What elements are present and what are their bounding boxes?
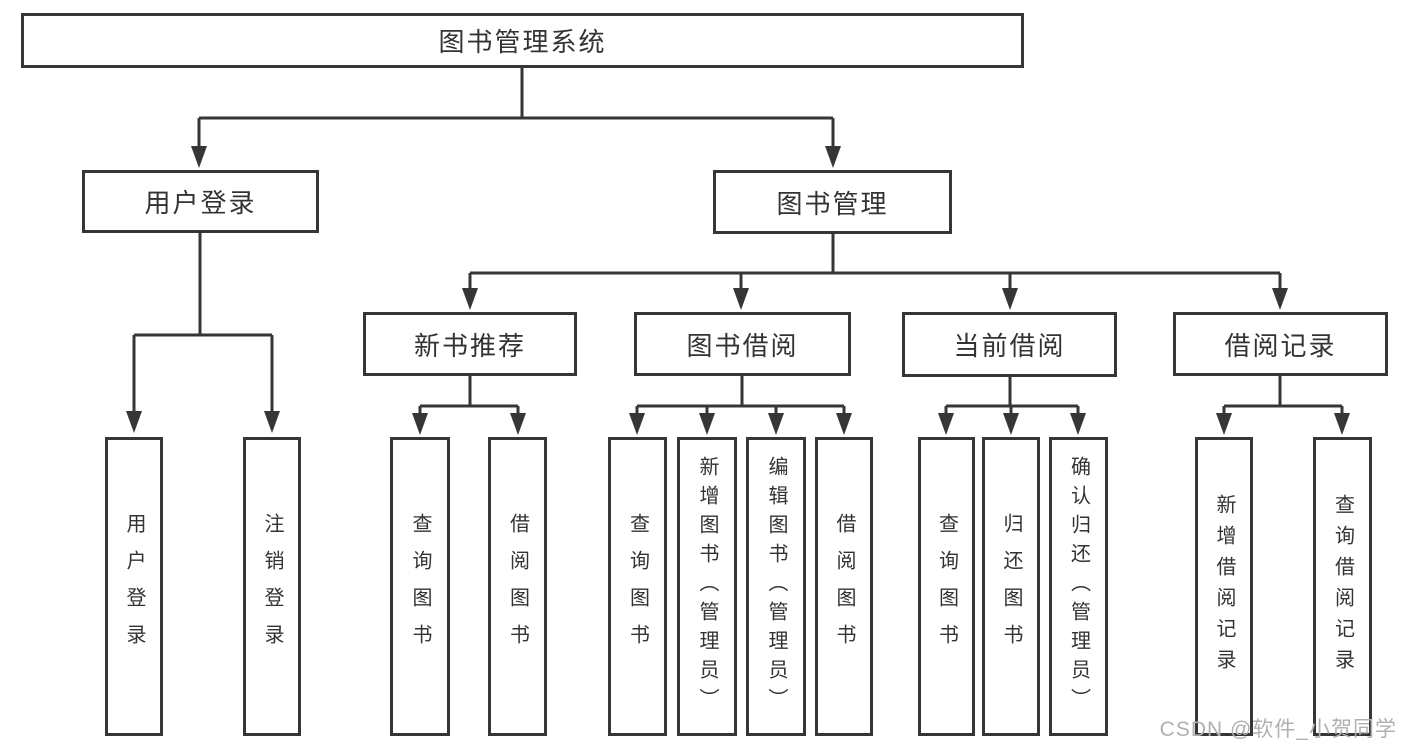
arrow-down-icon	[1272, 288, 1288, 310]
node-user-login-label: 用户登录	[144, 188, 257, 218]
connector-book-borrowing	[635, 376, 846, 414]
node-root-label: 图书管理系统	[438, 27, 607, 57]
leaf-query-books-recommend: 查询图书	[390, 437, 450, 736]
leaf-logout: 注销登录	[243, 437, 301, 736]
node-new-book-recommend: 新书推荐	[363, 312, 577, 376]
arrow-down-icon	[825, 146, 841, 168]
leaf-add-borrow-record-label: 新增借阅记录	[1213, 493, 1235, 680]
arrow-down-icon	[412, 413, 428, 435]
arrow-down-icon	[1070, 413, 1086, 435]
arrowhead-icons	[126, 146, 1350, 435]
leaf-query-books-current: 查询图书	[918, 437, 975, 736]
node-current-borrowing: 当前借阅	[902, 312, 1117, 377]
connector-book-management	[468, 234, 1282, 290]
arrow-down-icon	[1002, 288, 1018, 310]
arrow-down-icon	[126, 411, 142, 433]
arrow-down-icon	[629, 413, 645, 435]
arrow-down-icon	[768, 413, 784, 435]
connector-borrowing-records	[1222, 375, 1344, 414]
leaf-add-books-admin: 新增图书（管理员）	[677, 437, 737, 736]
leaf-user-login-label: 用户登录	[123, 512, 145, 661]
node-root: 图书管理系统	[21, 13, 1024, 68]
node-book-borrowing-label: 图书借阅	[686, 330, 799, 361]
node-book-management-label: 图书管理	[776, 188, 889, 219]
leaf-logout-label: 注销登录	[261, 512, 283, 661]
leaf-add-books-admin-label: 新增图书（管理员）	[696, 456, 718, 717]
node-borrowing-records: 借阅记录	[1173, 312, 1388, 376]
node-book-borrowing: 图书借阅	[634, 312, 851, 376]
leaf-query-books-borrowing-label: 查询图书	[626, 512, 649, 661]
leaf-confirm-return-admin: 确认归还（管理员）	[1049, 437, 1108, 736]
arrow-down-icon	[191, 146, 207, 168]
leaf-borrow-books-recommend-label: 借阅图书	[506, 512, 529, 661]
arrow-down-icon	[1216, 413, 1232, 435]
leaf-return-books: 归还图书	[982, 437, 1040, 736]
node-book-management: 图书管理	[713, 170, 952, 234]
leaf-query-books-current-label: 查询图书	[935, 512, 958, 661]
csdn-watermark: CSDN @软件_小贺同学	[1159, 718, 1397, 741]
leaf-return-books-label: 归还图书	[1000, 512, 1022, 661]
leaf-add-borrow-record: 新增借阅记录	[1195, 437, 1253, 736]
arrow-down-icon	[1003, 413, 1019, 435]
arrow-down-icon	[836, 413, 852, 435]
leaf-borrow-books: 借阅图书	[815, 437, 873, 736]
node-borrowing-records-label: 借阅记录	[1224, 330, 1337, 361]
leaf-query-borrow-record: 查询借阅记录	[1313, 437, 1372, 736]
arrow-down-icon	[462, 288, 478, 310]
leaf-borrow-books-recommend: 借阅图书	[488, 437, 547, 736]
leaf-borrow-books-label: 借阅图书	[833, 512, 855, 661]
leaf-edit-books-admin-label: 编辑图书（管理员）	[765, 456, 787, 717]
node-new-book-recommend-label: 新书推荐	[413, 330, 526, 361]
node-user-login: 用户登录	[82, 170, 319, 233]
arrow-down-icon	[510, 413, 526, 435]
leaf-user-login: 用户登录	[105, 437, 163, 736]
connector-current-borrowing	[944, 377, 1080, 414]
leaf-confirm-return-admin-label: 确认归还（管理员）	[1067, 456, 1090, 717]
leaf-edit-books-admin: 编辑图书（管理员）	[746, 437, 806, 736]
arrow-down-icon	[264, 411, 280, 433]
node-current-borrowing-label: 当前借阅	[953, 331, 1066, 361]
leaf-query-books-borrowing: 查询图书	[608, 437, 667, 736]
arrow-down-icon	[699, 413, 715, 435]
arrow-down-icon	[1334, 413, 1350, 435]
connector-new-book-recommend	[418, 376, 520, 414]
connector-root	[197, 68, 835, 150]
arrow-down-icon	[733, 288, 749, 310]
leaf-query-borrow-record-label: 查询借阅记录	[1331, 493, 1354, 680]
connector-user-login	[132, 233, 274, 413]
leaf-query-books-recommend-label: 查询图书	[409, 512, 431, 661]
arrow-down-icon	[938, 413, 954, 435]
